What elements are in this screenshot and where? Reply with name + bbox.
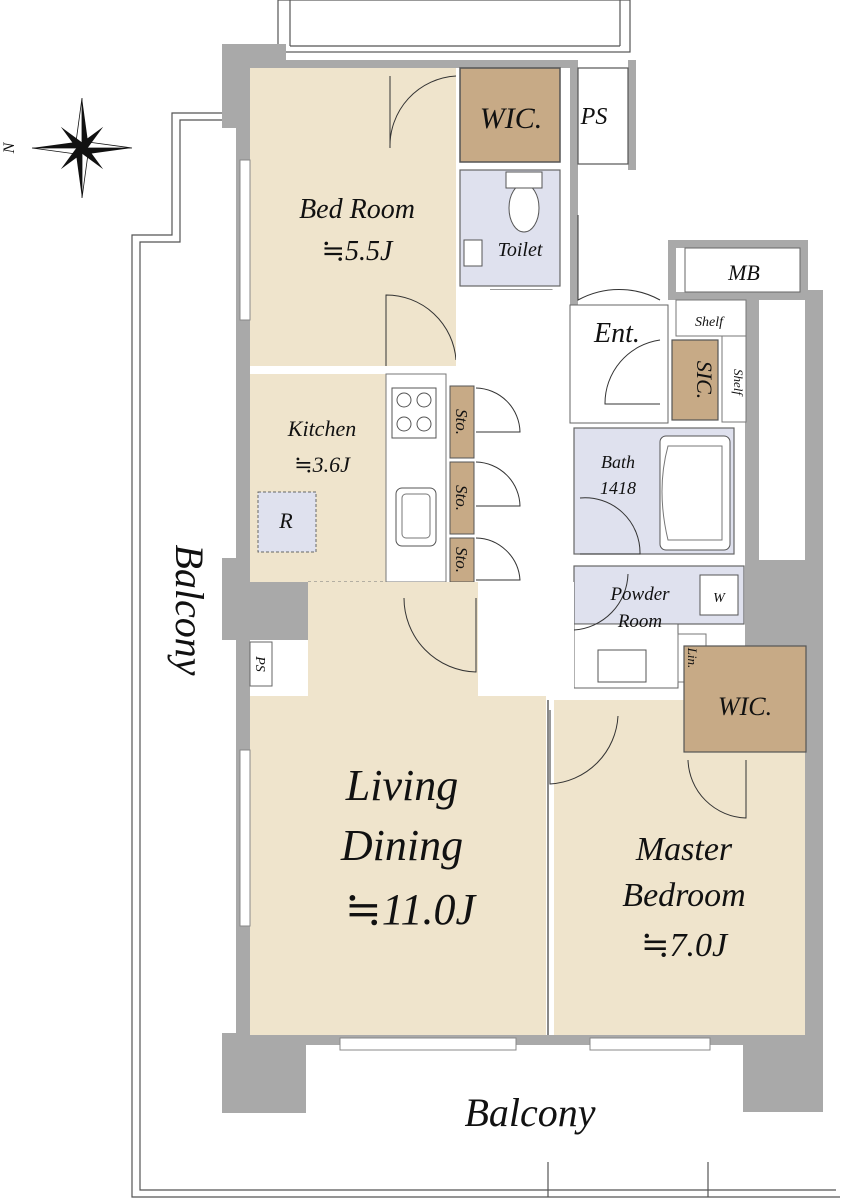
fridge-label: R [278,508,293,533]
bath-room [573,427,735,555]
wic-top-closet [459,67,561,163]
storage-2-label: Sto. [452,485,471,511]
master-area-label: ≒7.0J [641,927,729,964]
master-line2: Bedroom [622,877,745,914]
mb-meter-box [684,247,801,293]
bedroom-area-label: ≒5.5J [322,236,394,267]
master-bedroom-area [547,645,807,1051]
living-line1: Living [345,761,458,810]
balcony-outline [131,0,840,1198]
bath-name: Bath [601,452,635,472]
ps-top-label: PS [580,104,608,130]
living-area-label: ≒11.0J [345,885,478,934]
kitchen-area [250,373,447,583]
master-line1: Master [635,831,733,868]
kitchen-name: Kitchen [287,416,356,441]
storage-1-label: Sto. [452,409,471,435]
powder-room [573,565,745,689]
ps-top-shaft [577,67,629,165]
shelf-top-label: Shelf [695,315,725,330]
storage-3-label: Sto. [452,547,471,573]
storage-units [449,385,521,583]
living-dining-area [239,582,574,1051]
ps-left-label: PS [252,655,267,672]
washer-label: W [713,591,726,606]
toilet-label: Toilet [498,239,543,261]
bedroom-name: Bed Room [299,194,415,225]
powder-name-line1: Powder [609,584,670,605]
powder-name-line2: Room [617,611,662,632]
wic-master-label: WIC. [718,692,772,721]
bedroom-area [239,68,457,366]
north-label: N [1,141,18,154]
ps-left-shaft [249,641,273,687]
entrance-area [569,215,747,424]
shelf-side-label: Shelf [731,369,746,397]
bath-size: 1418 [600,478,636,498]
living-line2: Dining [340,821,463,870]
sic-label: SIC. [692,361,717,400]
wic-top-label: WIC. [480,102,543,135]
balcony-bottom-label: Balcony [464,1090,595,1135]
mb-label: MB [727,260,760,285]
linen-label: Lin. [685,647,700,669]
entrance-label: Ent. [593,318,640,349]
kitchen-area-label: ≒3.6J [294,452,351,477]
compass-rose [31,97,133,199]
balcony-side-label: Balcony [167,544,212,675]
